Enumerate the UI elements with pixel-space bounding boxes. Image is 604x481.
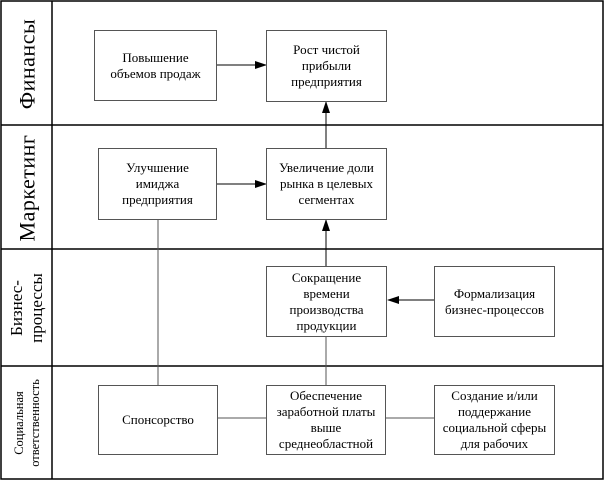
lane-label-social-responsibility: Социальная ответственность bbox=[12, 379, 42, 467]
box-sales-growth: Повышение объемов продаж bbox=[94, 30, 217, 101]
box-salary-above-regional: Обеспечение заработной платы выше средне… bbox=[266, 385, 386, 455]
box-social-sphere: Создание и/или поддержание социальной сф… bbox=[434, 385, 555, 455]
lane-label-business-processes: Бизнес- процессы bbox=[7, 273, 46, 343]
box-production-time-reduction: Сокращение времени производства продукци… bbox=[266, 266, 387, 337]
lane-label-finance: Финансы bbox=[14, 18, 40, 109]
lane-label-marketing: Маркетинг bbox=[14, 134, 40, 241]
box-sponsorship: Спонсорство bbox=[98, 385, 218, 455]
box-image-improvement: Улучшение имиджа предприятия bbox=[98, 148, 217, 220]
box-process-formalization: Формализация бизнес-процессов bbox=[434, 266, 555, 337]
box-net-profit-growth: Рост чистой прибыли предприятия bbox=[266, 30, 387, 102]
box-market-share-growth: Увеличение доли рынка в целевых сегмента… bbox=[266, 148, 387, 220]
